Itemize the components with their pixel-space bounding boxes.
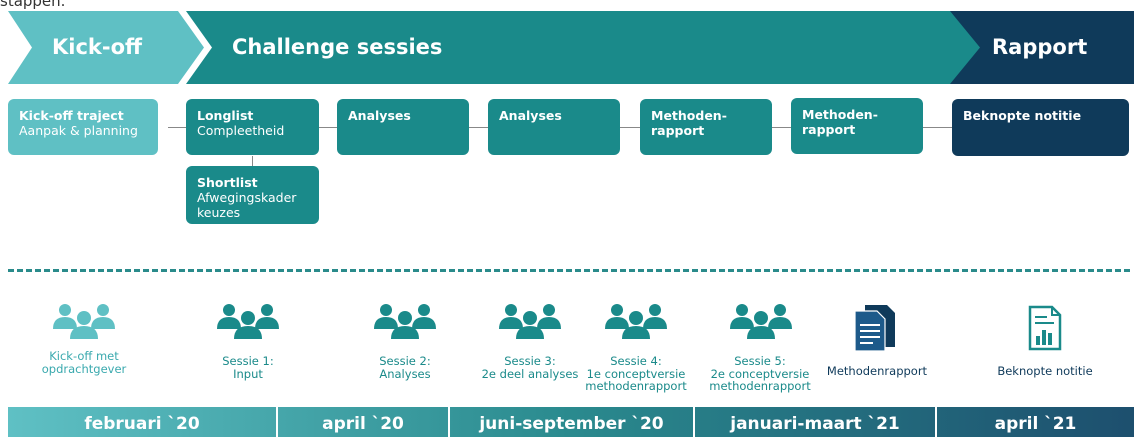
milestone-beknopte-notitie-label: Beknopte notitie xyxy=(997,364,1093,378)
box-shortlist-title: Shortlist xyxy=(197,175,258,190)
box-analyses-1: Analyses xyxy=(337,99,469,155)
milestone-sessie-5-label: Sessie 5: 2e conceptversie methodenrappo… xyxy=(709,354,811,393)
box-methoden-1-title: Methoden-rapport xyxy=(651,108,727,138)
people-group-icon xyxy=(51,303,117,343)
box-methoden-2-title: Methoden-rapport xyxy=(802,107,878,137)
timeline-bar: februari `20 april `20 juni-september `2… xyxy=(8,407,1134,437)
phase-kickoff: Kick-off xyxy=(8,11,204,84)
intro-text-fragment: stappen. xyxy=(0,0,66,10)
box-methodenrapport-2: Methoden-rapport xyxy=(791,98,923,154)
report-document-icon xyxy=(1028,305,1062,355)
box-shortlist: Shortlist Afwegingskader keuzes xyxy=(186,166,319,224)
timeline-segment-jan-mar-21: januari-maart `21 xyxy=(730,414,900,434)
phase-challenge-label: Challenge sessies xyxy=(232,35,443,59)
box-longlist-title: Longlist xyxy=(197,108,254,123)
phase-kickoff-shape xyxy=(8,11,204,84)
box-kickoff-sub: Aanpak & planning xyxy=(19,123,138,138)
milestone-sessie-1-label: Sessie 1: Input xyxy=(222,354,274,381)
timeline-separator xyxy=(693,407,695,437)
timeline-separator xyxy=(935,407,937,437)
timeline-segment-feb-20: februari `20 xyxy=(84,414,200,434)
box-methodenrapport-1: Methoden-rapport xyxy=(640,99,772,155)
timeline-separator xyxy=(448,407,450,437)
timeline-segment-apr-20: april `20 xyxy=(322,414,404,434)
box-analyses-2-title: Analyses xyxy=(499,108,562,123)
phase-challenge: Challenge sessies xyxy=(186,11,986,84)
box-analyses-2: Analyses xyxy=(488,99,620,155)
phase-rapport-label: Rapport xyxy=(992,35,1088,59)
box-kickoff-title: Kick-off traject xyxy=(19,108,124,123)
box-analyses-1-title: Analyses xyxy=(348,108,411,123)
timeline-separator xyxy=(276,407,278,437)
people-group-icon xyxy=(603,303,669,343)
documents-icon xyxy=(853,303,897,355)
box-beknopte-notitie: Beknopte notitie xyxy=(952,99,1129,156)
milestone-methodenrapport-label: Methodenrapport xyxy=(826,364,928,378)
timeline-gradient xyxy=(8,407,1134,437)
box-beknopt-title: Beknopte notitie xyxy=(963,108,1082,123)
people-group-icon xyxy=(728,303,794,343)
milestone-sessie-4-label: Sessie 4: 1e conceptversie methodenrappo… xyxy=(585,354,687,393)
connector-vertical xyxy=(252,156,253,166)
timeline-segment-apr-21: april `21 xyxy=(994,414,1077,434)
phase-rapport: Rapport xyxy=(950,11,1134,84)
milestone-kickoff-label: Kick-off met opdrachtgever xyxy=(41,349,127,376)
box-kickoff-traject: Kick-off traject Aanpak & planning xyxy=(8,99,158,155)
phase-rapport-shape xyxy=(950,11,1134,84)
people-group-icon xyxy=(372,303,438,343)
box-shortlist-sub: Afwegingskader keuzes xyxy=(197,190,297,220)
box-longlist-sub: Compleetheid xyxy=(197,123,285,138)
people-group-icon xyxy=(497,303,563,343)
box-longlist: Longlist Compleetheid xyxy=(186,99,319,155)
timeline-segment-jun-sep-20: juni-september `20 xyxy=(479,414,664,434)
milestone-sessie-2-label: Sessie 2: Analyses xyxy=(379,354,431,381)
people-group-icon xyxy=(215,303,281,343)
milestone-sessie-3-label: Sessie 2: Sessie 3: 2e deel analyses xyxy=(481,354,579,381)
dashed-divider xyxy=(8,269,1130,272)
phase-challenge-shape xyxy=(186,11,986,84)
phase-kickoff-label: Kick-off xyxy=(52,35,143,59)
